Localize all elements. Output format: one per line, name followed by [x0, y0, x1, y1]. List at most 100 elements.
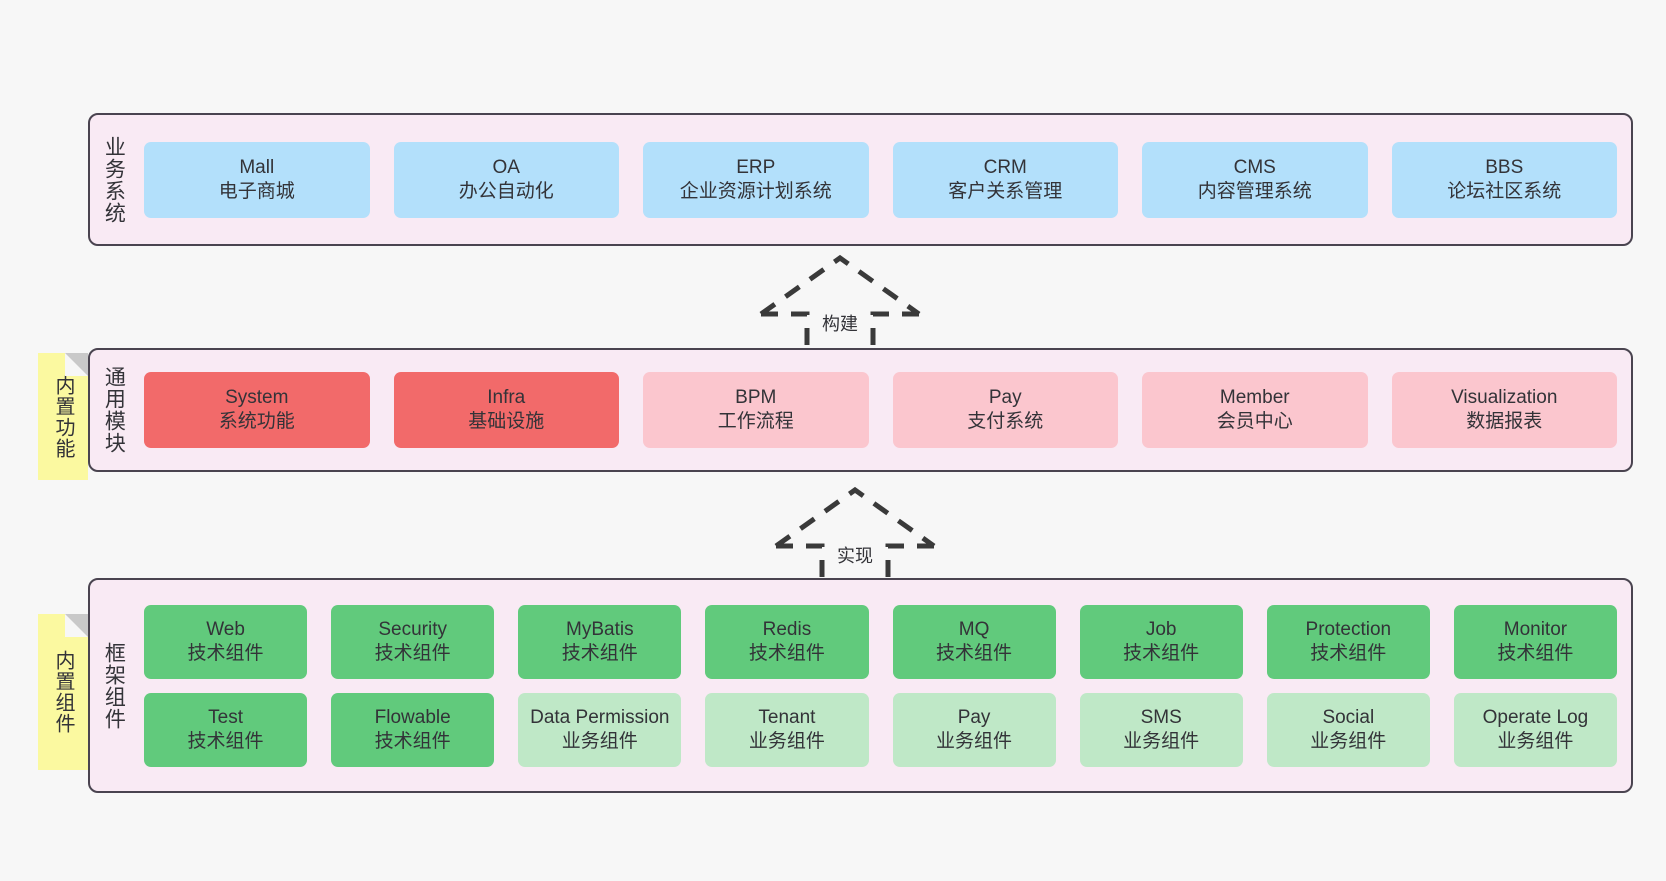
card-subtitle: 工作流程 [717, 411, 794, 432]
card-subtitle: 系统功能 [218, 411, 295, 432]
card-subtitle: 业务组件 [1123, 730, 1200, 752]
card-subtitle: 技术组件 [936, 642, 1013, 664]
card-title: MQ [958, 618, 990, 640]
dashed-up-arrow-icon [759, 254, 921, 360]
card-title: OA [492, 156, 520, 178]
card-title: Pay [957, 706, 991, 728]
module-card-infra[interactable]: Infra 基础设施 [393, 372, 619, 448]
card-subtitle: 技术组件 [374, 730, 451, 752]
card-title: Visualization [1451, 387, 1558, 409]
card-subtitle: 客户关系管理 [948, 180, 1063, 202]
card-subtitle: 业务组件 [936, 730, 1013, 752]
layer-row: Mall 电子商城 OA 办公自动化 ERP 企业资源计划系统 CRM 客户关系… [144, 141, 1617, 218]
card-title: Redis [762, 618, 812, 640]
card-title: Test [208, 706, 243, 728]
card-title: MyBatis [566, 618, 634, 640]
module-card-data-permission[interactable]: Data Permission 业务组件 [518, 692, 682, 767]
card-subtitle: 办公自动化 [458, 180, 554, 202]
sticky-note-label: 内置功能 [52, 374, 74, 459]
layer-business-system: 业务系统 Mall 电子商城 OA 办公自动化 ERP 企业资源计划系统 CRM… [88, 113, 1633, 246]
layer-body-common-module: System 系统功能 Infra 基础设施 BPM 工作流程 Pay 支付系统… [136, 350, 1631, 470]
card-title: SMS [1140, 706, 1182, 728]
module-card-social[interactable]: Social 业务组件 [1266, 692, 1430, 767]
module-card-flowable[interactable]: Flowable 技术组件 [331, 692, 495, 767]
card-subtitle: 电子商城 [218, 180, 295, 202]
module-card-pay[interactable]: Pay 支付系统 [892, 372, 1118, 448]
dashed-up-arrow-icon [774, 486, 936, 592]
card-subtitle: 数据报表 [1466, 411, 1543, 432]
module-card-bpm[interactable]: BPM 工作流程 [643, 372, 869, 448]
sticky-fold-background [65, 614, 88, 637]
module-card-tenant[interactable]: Tenant 业务组件 [705, 692, 869, 767]
connector-build-label: 构建 [820, 310, 860, 336]
card-subtitle: 业务组件 [1497, 730, 1574, 752]
module-card-oa[interactable]: OA 办公自动化 [393, 141, 619, 218]
card-title: Data Permission [530, 706, 670, 728]
card-title: Social [1322, 706, 1375, 728]
card-title: Operate Log [1482, 706, 1589, 728]
connector-implement: 实现 [770, 484, 940, 592]
layer-title-business-system: 业务系统 [102, 135, 126, 224]
module-card-mall[interactable]: Mall 电子商城 [144, 141, 370, 218]
module-card-protection[interactable]: Protection 技术组件 [1266, 604, 1430, 679]
card-subtitle: 基础设施 [468, 411, 545, 432]
module-card-visualization[interactable]: Visualization 数据报表 [1391, 372, 1617, 448]
module-card-erp[interactable]: ERP 企业资源计划系统 [643, 141, 869, 218]
module-card-job[interactable]: Job 技术组件 [1079, 604, 1243, 679]
sticky-note-builtin-component: 内置组件 [38, 614, 88, 770]
module-card-redis[interactable]: Redis 技术组件 [705, 604, 869, 679]
module-card-bbs[interactable]: BBS 论坛社区系统 [1391, 141, 1617, 218]
card-title: BPM [735, 387, 777, 409]
module-card-sms[interactable]: SMS 业务组件 [1079, 692, 1243, 767]
card-subtitle: 支付系统 [967, 411, 1044, 432]
module-card-monitor[interactable]: Monitor 技术组件 [1453, 604, 1617, 679]
card-title: Infra [487, 387, 526, 409]
sticky-note-builtin-function: 内置功能 [38, 353, 88, 480]
layer-title-framework-component: 框架组件 [102, 641, 126, 730]
sticky-note-label: 内置组件 [52, 650, 74, 734]
card-title: ERP [736, 156, 776, 178]
module-card-member[interactable]: Member 会员中心 [1142, 372, 1368, 448]
card-subtitle: 业务组件 [561, 730, 638, 752]
card-title: System [225, 387, 289, 409]
layer-row: System 系统功能 Infra 基础设施 BPM 工作流程 Pay 支付系统… [144, 372, 1617, 448]
module-card-test[interactable]: Test 技术组件 [144, 692, 308, 767]
card-title: CMS [1233, 156, 1276, 178]
card-title: Mall [239, 156, 275, 178]
card-subtitle: 技术组件 [748, 642, 825, 664]
connector-build: 构建 [755, 252, 925, 360]
layer-framework-component: 框架组件 Web 技术组件 Security 技术组件 MyBatis 技术组件… [88, 578, 1633, 793]
layer-row: Test 技术组件 Flowable 技术组件 Data Permission … [144, 692, 1617, 767]
module-card-mq[interactable]: MQ 技术组件 [892, 604, 1056, 679]
module-card-mybatis[interactable]: MyBatis 技术组件 [518, 604, 682, 679]
card-subtitle: 业务组件 [748, 730, 825, 752]
module-card-system[interactable]: System 系统功能 [144, 372, 370, 448]
card-subtitle: 企业资源计划系统 [679, 180, 832, 202]
card-title: Web [206, 618, 245, 640]
card-title: Member [1219, 387, 1290, 409]
card-subtitle: 内容管理系统 [1197, 180, 1312, 202]
card-subtitle: 技术组件 [187, 730, 264, 752]
card-title: Job [1145, 618, 1177, 640]
card-subtitle: 技术组件 [187, 642, 264, 664]
module-card-security[interactable]: Security 技术组件 [331, 604, 495, 679]
module-card-web[interactable]: Web 技术组件 [144, 604, 308, 679]
card-title: Tenant [758, 706, 816, 728]
card-subtitle: 技术组件 [1497, 642, 1574, 664]
card-title: Pay [988, 387, 1022, 409]
module-card-pay-business[interactable]: Pay 业务组件 [892, 692, 1056, 767]
card-title: Security [378, 618, 447, 640]
card-subtitle: 业务组件 [1310, 730, 1387, 752]
card-subtitle: 会员中心 [1216, 411, 1293, 432]
sticky-fold-background [65, 353, 88, 376]
module-card-operate-log[interactable]: Operate Log 业务组件 [1453, 692, 1617, 767]
card-title: Monitor [1503, 618, 1568, 640]
module-card-crm[interactable]: CRM 客户关系管理 [892, 141, 1118, 218]
card-subtitle: 技术组件 [1310, 642, 1387, 664]
layer-body-framework-component: Web 技术组件 Security 技术组件 MyBatis 技术组件 Redi… [136, 580, 1631, 791]
module-card-cms[interactable]: CMS 内容管理系统 [1142, 141, 1368, 218]
layer-title-common-module: 通用模块 [102, 366, 126, 454]
connector-implement-label: 实现 [835, 542, 875, 568]
card-title: Protection [1305, 618, 1392, 640]
